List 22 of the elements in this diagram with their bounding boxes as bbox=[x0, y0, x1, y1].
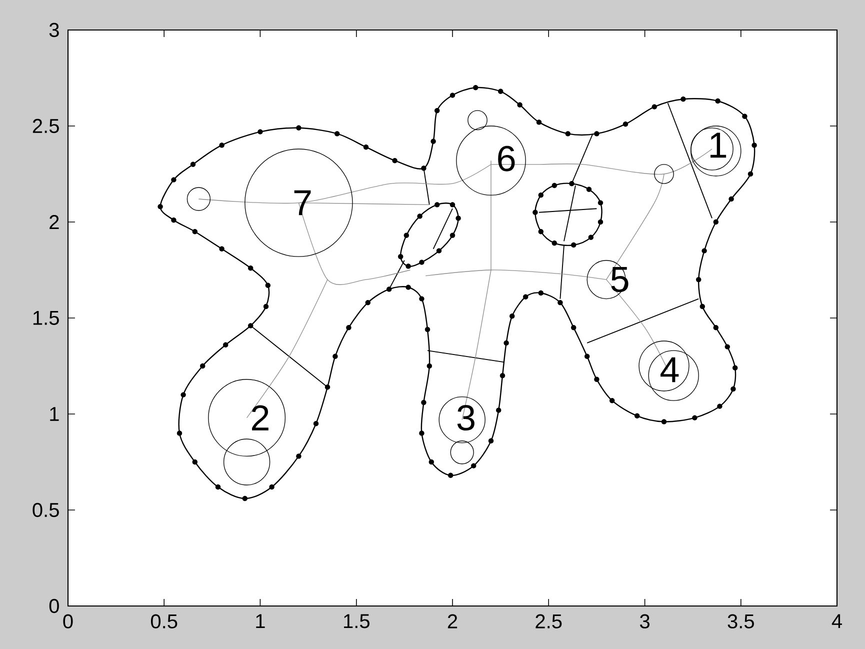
tick-label: 2.5 bbox=[32, 118, 59, 134]
region-number: 1 bbox=[710, 132, 726, 158]
tick-label: 3.5 bbox=[728, 614, 754, 628]
region-number: 7 bbox=[294, 190, 311, 216]
tick-label: 1 bbox=[256, 614, 265, 628]
tick-label: 2 bbox=[50, 215, 59, 229]
tick-label: 1 bbox=[50, 407, 59, 421]
tick-label: 3 bbox=[49, 22, 59, 38]
tick-label: 0 bbox=[49, 598, 59, 614]
tick-label: 1.5 bbox=[344, 614, 370, 628]
tick-label: 0.5 bbox=[150, 614, 178, 628]
tick-label: 4 bbox=[832, 614, 842, 628]
tick-label: 3 bbox=[640, 614, 650, 628]
tick-label: 2.5 bbox=[536, 614, 562, 628]
tick-label: 1.5 bbox=[33, 311, 59, 325]
region-number: 3 bbox=[457, 405, 474, 431]
region-number: 4 bbox=[660, 357, 679, 382]
region-number: 6 bbox=[498, 146, 515, 172]
tick-label: 2 bbox=[448, 614, 458, 628]
region-number: 2 bbox=[252, 405, 268, 430]
tick-label: 0 bbox=[63, 614, 73, 628]
tick-label: 0.5 bbox=[32, 502, 59, 518]
